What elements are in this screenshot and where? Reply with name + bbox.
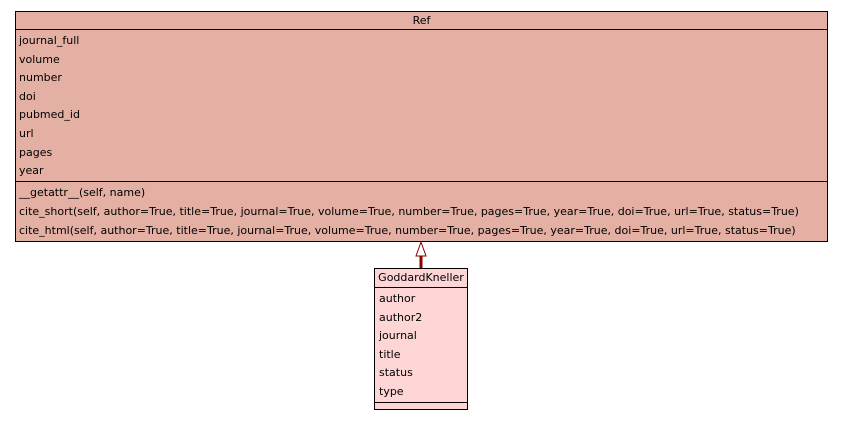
ref-attribute: doi <box>19 89 36 103</box>
ref-operation: cite_html(self, author=True, title=True,… <box>19 224 796 237</box>
ref-attributes-section: journal_full volume number doi pubmed_id… <box>16 30 827 182</box>
ref-attribute: pages <box>19 145 53 159</box>
inheritance-arrowhead <box>415 240 427 257</box>
ref-class-name: Ref <box>16 12 827 30</box>
goddardkneller-attribute: author <box>379 292 416 305</box>
ref-operation: cite_short(self, author=True, title=True… <box>19 205 799 218</box>
ref-attribute: pubmed_id <box>19 108 80 122</box>
goddardkneller-attribute: title <box>379 347 401 361</box>
goddardkneller-attributes-section: author author2 journal title status type <box>375 288 467 403</box>
ref-attribute: number <box>19 71 62 85</box>
goddardkneller-class-name: GoddardKneller <box>375 269 467 288</box>
goddardkneller-class-box[interactable]: GoddardKneller author author2 journal ti… <box>374 268 468 410</box>
ref-class-box[interactable]: Ref journal_full volume number doi pubme… <box>15 11 828 242</box>
ref-attribute: year <box>19 164 44 178</box>
goddardkneller-attribute: status <box>379 366 413 380</box>
goddardkneller-attribute: type <box>379 384 404 398</box>
ref-attribute: journal_full <box>19 34 80 47</box>
goddardkneller-attribute: author2 <box>379 310 423 324</box>
ref-attribute: volume <box>19 52 60 66</box>
ref-operations-section: __getattr__(self, name) cite_short(self,… <box>16 182 827 240</box>
goddardkneller-attribute: journal <box>379 329 417 343</box>
ref-operation: __getattr__(self, name) <box>19 186 146 199</box>
ref-attribute: url <box>19 126 34 140</box>
